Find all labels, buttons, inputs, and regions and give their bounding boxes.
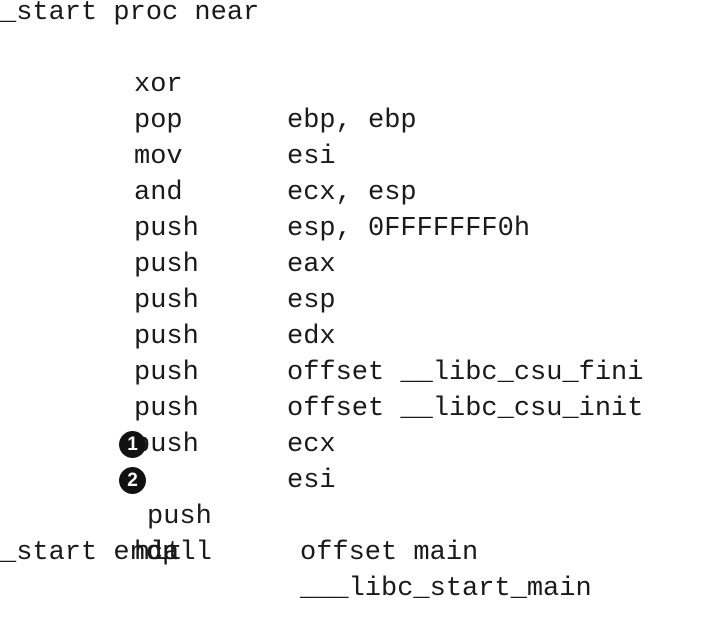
proc-footer: _start endp [0, 538, 179, 568]
instruction-line: mov ecx, esp [0, 103, 417, 208]
mnemonic: push [134, 358, 199, 388]
instruction-line: 1 push offset main [0, 427, 478, 568]
instruction-line: push eax [0, 175, 336, 280]
instruction-line: push offset __libc_csu_fini [0, 283, 643, 388]
callout-2-icon: 2 [119, 467, 146, 494]
mnemonic: push [134, 286, 199, 316]
mnemonic: call [147, 538, 212, 568]
mnemonic: pop [134, 106, 183, 136]
instruction-line: push edx [0, 247, 336, 352]
instruction-line: hlt [0, 499, 183, 568]
operands: edx [287, 322, 336, 352]
mnemonic: and [134, 178, 183, 208]
instruction-line: push esi [0, 391, 336, 496]
instruction-line: push offset __libc_csu_init [0, 319, 643, 424]
operands: ecx [287, 430, 336, 460]
mnemonic: xor [134, 70, 183, 100]
instruction-line: pop esi [0, 67, 336, 172]
mnemonic: push [134, 322, 199, 352]
mnemonic: push [134, 214, 199, 244]
operands: ebp, ebp [287, 106, 417, 136]
mnemonic: mov [134, 142, 183, 172]
instruction-line: and esp, 0FFFFFFF0h [0, 139, 530, 244]
operands: esp, 0FFFFFFF0h [287, 214, 531, 244]
instruction-line: push esp [0, 211, 336, 316]
proc-header: _start proc near [0, 0, 260, 28]
operands: offset __libc_csu_init [287, 394, 644, 424]
callout-1-icon: 1 [119, 431, 146, 458]
operands: offset main [300, 538, 479, 568]
operands: esi [287, 466, 336, 496]
assembly-listing: _start proc near xor ebp, ebp pop esi mo… [0, 0, 643, 604]
mnemonic: push [147, 502, 212, 532]
mnemonic: hlt [134, 538, 183, 568]
instruction-line: xor ebp, ebp [0, 31, 417, 136]
operands: eax [287, 250, 336, 280]
operands: offset __libc_csu_fini [287, 358, 644, 388]
operands: esi [287, 142, 336, 172]
mnemonic: push [134, 250, 199, 280]
instruction-line: 2 call ___libc_start_main [0, 463, 592, 604]
mnemonic: push [134, 394, 199, 424]
operands: esp [287, 286, 336, 316]
instruction-line: push ecx [0, 355, 336, 460]
operands: ___libc_start_main [300, 574, 592, 604]
operands: ecx, esp [287, 178, 417, 208]
